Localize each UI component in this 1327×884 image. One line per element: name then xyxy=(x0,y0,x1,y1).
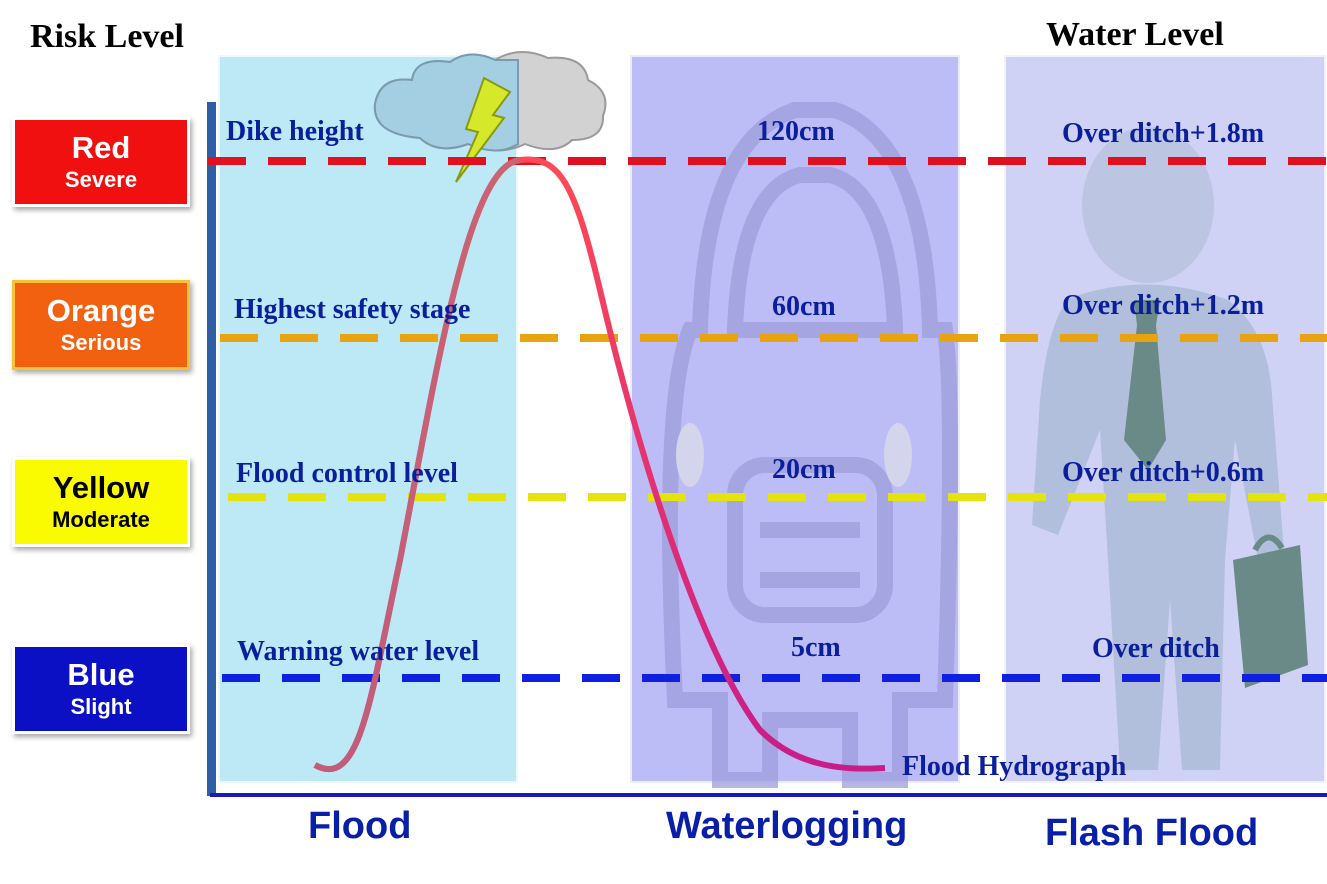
flood-panel xyxy=(218,55,518,783)
category-waterlogging: Waterlogging xyxy=(666,805,908,847)
flash-flood-level-label: Over ditch xyxy=(1092,633,1220,664)
waterlogging-level-label: 60cm xyxy=(772,291,836,322)
person-icon xyxy=(1032,127,1308,770)
waterlogging-level-label: 120cm xyxy=(757,116,835,147)
risk-level-header: Risk Level xyxy=(30,18,184,55)
risk-name: Red xyxy=(71,130,131,165)
risk-box-red: Red Severe xyxy=(12,117,190,207)
risk-name: Blue xyxy=(67,657,135,692)
car-headlight-right xyxy=(884,423,912,487)
category-flash-flood: Flash Flood xyxy=(1045,812,1259,854)
flood-level-label: Warning water level xyxy=(237,636,480,667)
hydrograph-label: Flood Hydrograph xyxy=(902,751,1127,782)
risk-box-orange: Orange Serious xyxy=(12,280,190,370)
flash-flood-level-label: Over ditch+0.6m xyxy=(1062,457,1265,488)
flood-level-label: Flood control level xyxy=(236,458,458,489)
risk-box-yellow: Yellow Moderate xyxy=(12,457,190,547)
vertical-axis xyxy=(207,102,216,796)
risk-box-blue: Blue Slight xyxy=(12,644,190,734)
risk-name: Yellow xyxy=(52,470,150,505)
waterlogging-level-label: 20cm xyxy=(772,454,836,485)
risk-name: Orange xyxy=(46,293,156,328)
risk-severity: Severe xyxy=(64,167,138,192)
flood-level-label: Highest safety stage xyxy=(234,294,471,325)
flood-level-label: Dike height xyxy=(226,116,364,147)
risk-severity: Moderate xyxy=(52,507,150,532)
flash-flood-level-label: Over ditch+1.8m xyxy=(1062,118,1265,149)
car-headlight-left xyxy=(676,423,704,487)
category-flood: Flood xyxy=(308,805,412,847)
risk-severity: Serious xyxy=(60,330,142,355)
waterlogging-level-label: 5cm xyxy=(791,632,841,663)
lightning-icon xyxy=(455,76,512,183)
water-level-header: Water Level xyxy=(1046,16,1224,53)
risk-severity: Slight xyxy=(70,694,132,719)
flash-flood-level-label: Over ditch+1.2m xyxy=(1062,290,1265,321)
